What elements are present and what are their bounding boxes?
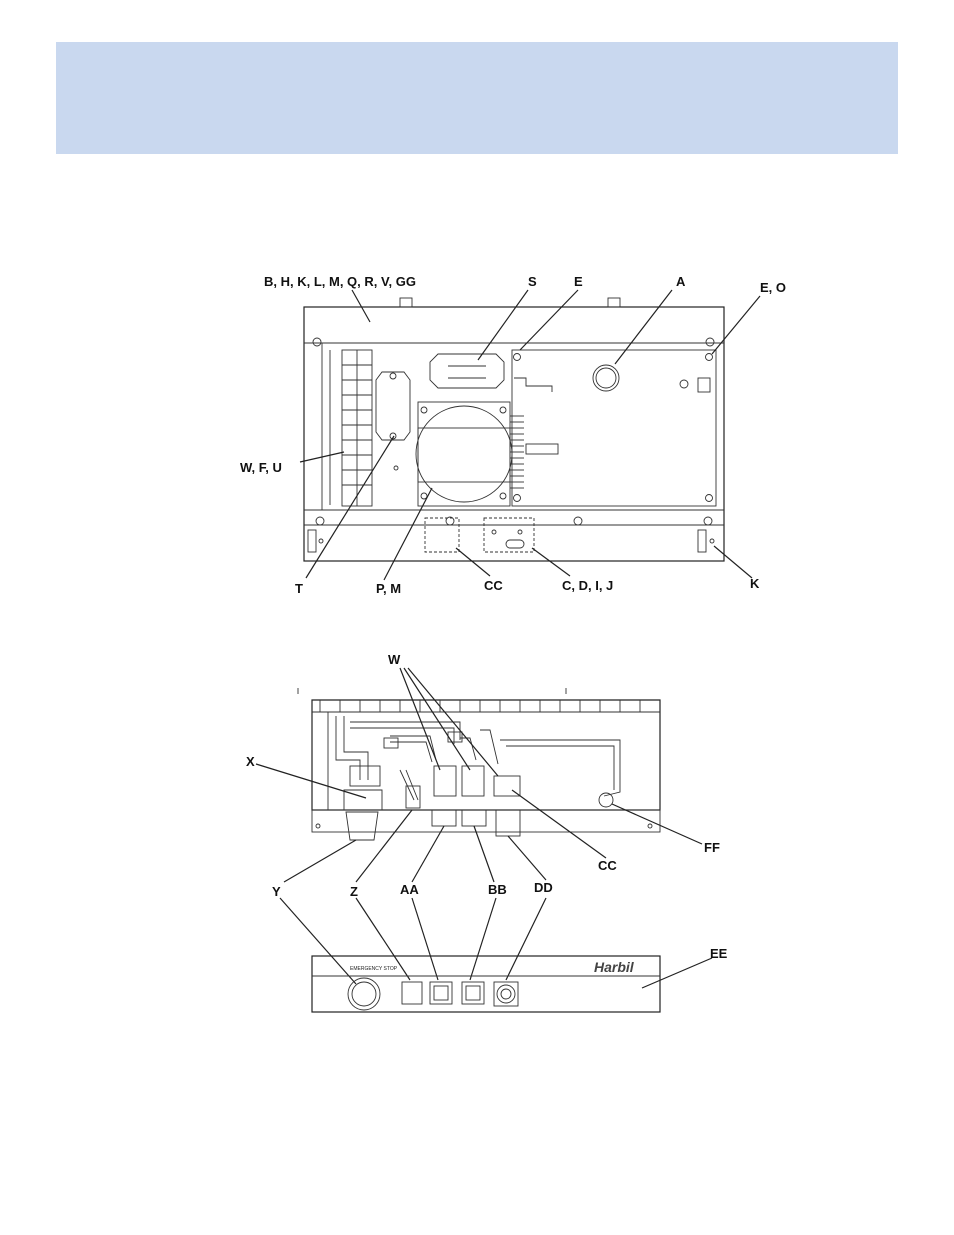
label-w: W xyxy=(388,652,401,667)
label-cc-bottom: CC xyxy=(598,858,617,873)
label-y: Y xyxy=(272,884,281,899)
label-x: X xyxy=(246,754,255,769)
label-bhk: B, H, K, L, M, Q, R, V, GG xyxy=(264,274,416,289)
label-aa: AA xyxy=(400,882,419,897)
top-leader-lines xyxy=(300,290,760,580)
label-pm: P, M xyxy=(376,581,401,596)
label-a: A xyxy=(676,274,686,289)
label-cdij: C, D, I, J xyxy=(562,578,613,593)
label-cc-top: CC xyxy=(484,578,503,593)
label-bb: BB xyxy=(488,882,507,897)
label-k: K xyxy=(750,576,760,591)
brand-logo: Harbil xyxy=(594,959,635,975)
label-eo: E, O xyxy=(760,280,786,295)
label-dd: DD xyxy=(534,880,553,895)
bottom-enclosure-drawing xyxy=(298,688,660,840)
bottom-leader-lines xyxy=(256,668,712,988)
emergency-stop-label: EMERGENCY STOP xyxy=(350,966,398,972)
top-enclosure-drawing xyxy=(304,298,724,561)
label-t: T xyxy=(295,581,303,596)
label-s: S xyxy=(528,274,537,289)
label-ff: FF xyxy=(704,840,720,855)
label-wfu: W, F, U xyxy=(240,460,282,475)
front-panel: EMERGENCY STOP Harbil xyxy=(312,956,660,1012)
label-e: E xyxy=(574,274,583,289)
label-ee: EE xyxy=(710,946,728,961)
label-z: Z xyxy=(350,884,358,899)
